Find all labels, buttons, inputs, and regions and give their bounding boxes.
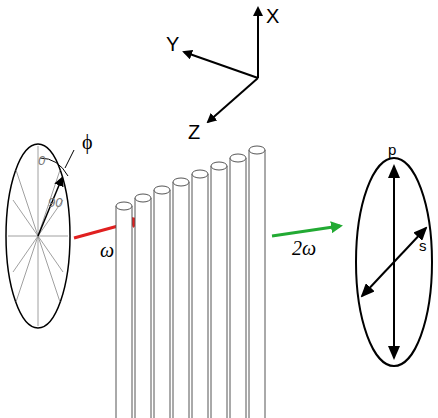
angle-tick: 90 — [48, 196, 62, 209]
nanowire-array — [116, 146, 265, 418]
axes — [184, 8, 258, 122]
polarization-label: p — [388, 142, 396, 157]
axis-label: Z — [188, 122, 200, 142]
angle-label: ϕ — [82, 132, 93, 152]
polarization-label: s — [419, 238, 427, 253]
input-polarization — [6, 144, 74, 328]
frequency-label: 2ω — [292, 238, 316, 258]
axis-label: Y — [166, 34, 179, 54]
axis-label: X — [266, 6, 279, 26]
output-beam — [272, 226, 340, 236]
output-polarization — [356, 158, 432, 366]
angle-tick: 0 — [38, 154, 45, 167]
frequency-label: ω — [100, 240, 114, 260]
